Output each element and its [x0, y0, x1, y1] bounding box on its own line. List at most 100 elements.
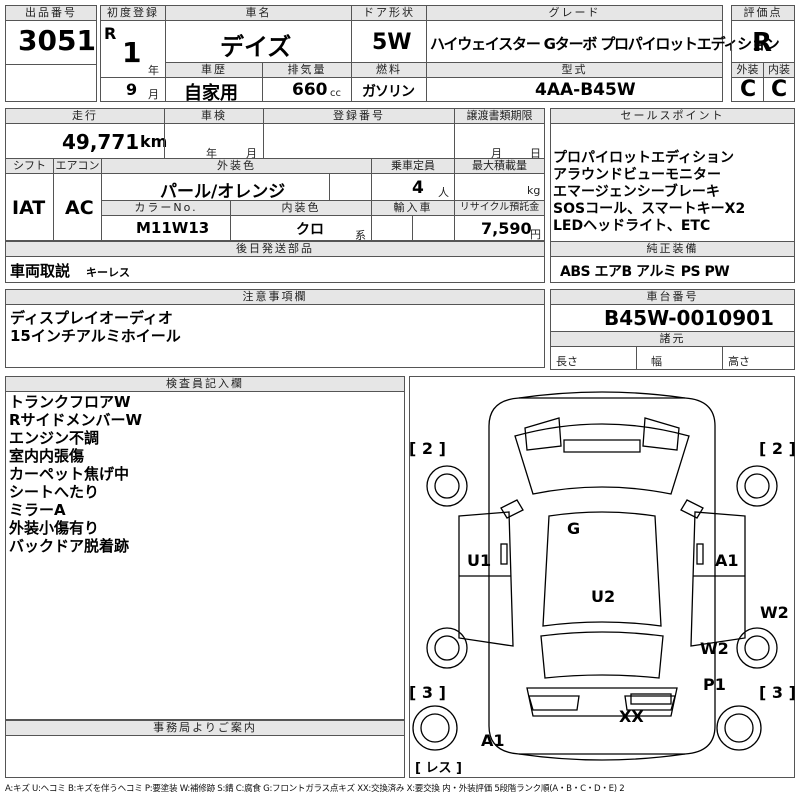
- mark-a1-bottom: A1: [481, 731, 505, 750]
- grade-label: グレード: [426, 5, 723, 21]
- regno-label: 登録番号: [263, 108, 455, 124]
- intcolor-value: クロ: [296, 222, 324, 238]
- equipment-items: ABS エアB アルミ PS PW: [560, 264, 730, 280]
- load-unit: kg: [527, 184, 541, 197]
- mark-xx: XX: [619, 707, 644, 726]
- car-diagram: [ 2 ] [ 2 ] [ 3 ] [ 3 ] [ レス ] G U1 A1 U…: [409, 391, 795, 776]
- capacity-value: 4: [412, 178, 424, 198]
- disp-label: 排気量: [262, 62, 352, 78]
- reg-year-unit: 年: [148, 64, 159, 77]
- disp-value: 660: [292, 80, 328, 100]
- mark-u2: U2: [591, 587, 615, 606]
- door-label: ドア形状: [351, 5, 427, 21]
- insp-month-unit: 月: [246, 147, 257, 160]
- ac-label: エアコン: [53, 158, 102, 174]
- colorno-value: M11W13: [136, 219, 210, 237]
- recycle-unit: 円: [530, 228, 541, 241]
- color-label: 外装色: [101, 158, 372, 174]
- mark-g: G: [567, 519, 580, 538]
- colorno-label: カラーNo.: [101, 200, 231, 216]
- later-box: [5, 256, 545, 283]
- notes-label: 注意事項欄: [5, 289, 545, 305]
- regno-box: [263, 123, 455, 159]
- car-name: デイズ: [220, 33, 292, 61]
- lot-label: 出品番号: [5, 5, 97, 21]
- tire-rear-left: [ 3 ]: [409, 683, 446, 702]
- shift-label: シフト: [5, 158, 54, 174]
- fuel-value: ガソリン: [362, 84, 415, 100]
- intcolor-label: 内装色: [230, 200, 372, 216]
- later-sub: キーレス: [86, 266, 130, 279]
- lot-number: 3051: [18, 24, 96, 57]
- reg-label: 初度登録: [100, 5, 166, 21]
- diagram-frame: [409, 376, 795, 778]
- history-value: 自家用: [184, 83, 238, 104]
- ext-label: 外装: [731, 62, 764, 78]
- tire-rear-right: [ 3 ]: [759, 683, 795, 702]
- fuel-label: 燃料: [351, 62, 427, 78]
- import-label: 輸入車: [371, 200, 455, 216]
- equipment-box: [550, 256, 795, 283]
- chassis-number: B45W-0010901: [604, 306, 774, 330]
- color-box-tail: [329, 173, 372, 201]
- later-label: 後日発送部品: [5, 241, 545, 257]
- mark-w2-side: W2: [760, 603, 789, 622]
- notes-box: [5, 304, 545, 368]
- mark-w2: W2: [700, 639, 729, 658]
- int-box: [763, 77, 795, 102]
- equipment-label: 純正装備: [550, 241, 795, 257]
- transfer-label: 譲渡書類期限: [454, 108, 545, 124]
- recycle-label: リサイクル預託金: [454, 200, 545, 216]
- mileage-label: 走行: [5, 108, 165, 124]
- legend: A:キズ U:ヘコミ B:キズを伴うヘコミ P:要塗装 W:補修跡 S:錆 C:…: [5, 784, 625, 794]
- spec-height-box: [722, 346, 795, 370]
- lot-blank: [5, 64, 97, 102]
- capacity-label: 乗車定員: [371, 158, 455, 174]
- insp-year-unit: 年: [206, 147, 217, 160]
- inspector-text: トランクフロアW RサイドメンバーW エンジン不調 室内内張傷 カーペット焦げ中…: [9, 393, 143, 555]
- disp-unit: cc: [330, 88, 341, 99]
- ac-value: AC: [65, 197, 94, 219]
- ext-grade: C: [740, 77, 757, 102]
- mileage-value: 49,771: [62, 130, 140, 154]
- int-grade: C: [771, 77, 788, 102]
- grade-value: ハイウェイスター Gターボ プロパイロットエディション: [430, 35, 780, 53]
- int-label: 内装: [763, 62, 795, 78]
- import-box-2: [412, 215, 455, 241]
- model-label: 型式: [426, 62, 723, 78]
- mark-a1-right: A1: [715, 551, 739, 570]
- inspector-label: 検査員記入欄: [5, 376, 405, 392]
- reg-era: R: [104, 24, 117, 43]
- door-value: 5W: [372, 30, 412, 55]
- reg-month-unit: 月: [148, 88, 159, 101]
- reg-month: 9: [126, 80, 138, 99]
- recycle-box: [454, 215, 545, 241]
- later-main: 車両取説: [10, 262, 71, 280]
- tire-front-left: [ 2 ]: [409, 439, 446, 458]
- shift-value: IAT: [12, 197, 46, 219]
- history-label: 車歴: [165, 62, 263, 78]
- office-box: [5, 735, 405, 778]
- sales-label: セールスポイント: [550, 108, 795, 124]
- spec-width-label: 幅: [651, 355, 662, 368]
- import-box: [371, 215, 413, 241]
- mileage-unit: km: [140, 132, 168, 151]
- color-value: パール/オレンジ: [160, 182, 286, 202]
- spec-length-label: 長さ: [556, 355, 578, 368]
- spec-label: 諸元: [550, 331, 795, 347]
- name-label: 車名: [165, 5, 352, 21]
- load-label: 最大積載量: [454, 158, 545, 174]
- sales-text: プロパイロットエディション アラウンドビューモニター エマージェンシーブレーキ …: [553, 150, 746, 234]
- office-label: 事務局よりご案内: [5, 720, 405, 736]
- notes-text: ディスプレイオーディオ 15インチアルミホイール: [10, 309, 181, 345]
- inspection-label: 車検: [164, 108, 264, 124]
- model-box: [426, 77, 723, 102]
- model-value: 4AA-B45W: [535, 80, 636, 100]
- chassis-label: 車台番号: [550, 289, 795, 305]
- reg-year: 1: [122, 36, 142, 69]
- inspector-box: [5, 391, 405, 720]
- mark-p1: P1: [703, 675, 726, 694]
- tire-front-right: [ 2 ]: [759, 439, 795, 458]
- spare-tire-label: [ レス ]: [415, 761, 462, 776]
- transfer-month-unit: 月: [491, 147, 502, 160]
